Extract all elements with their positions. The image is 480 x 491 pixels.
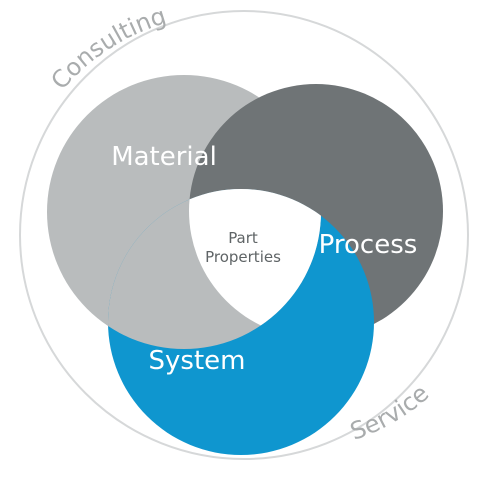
ring-gap-bottom [344,383,452,458]
process-label: Process [319,230,418,260]
material-label: Material [111,142,217,172]
ring-gap-top [48,6,181,102]
center-label-line1: Part [228,229,258,247]
center-label-line2: Properties [205,248,281,266]
outer-ring [19,10,469,460]
system-label: System [149,346,246,376]
